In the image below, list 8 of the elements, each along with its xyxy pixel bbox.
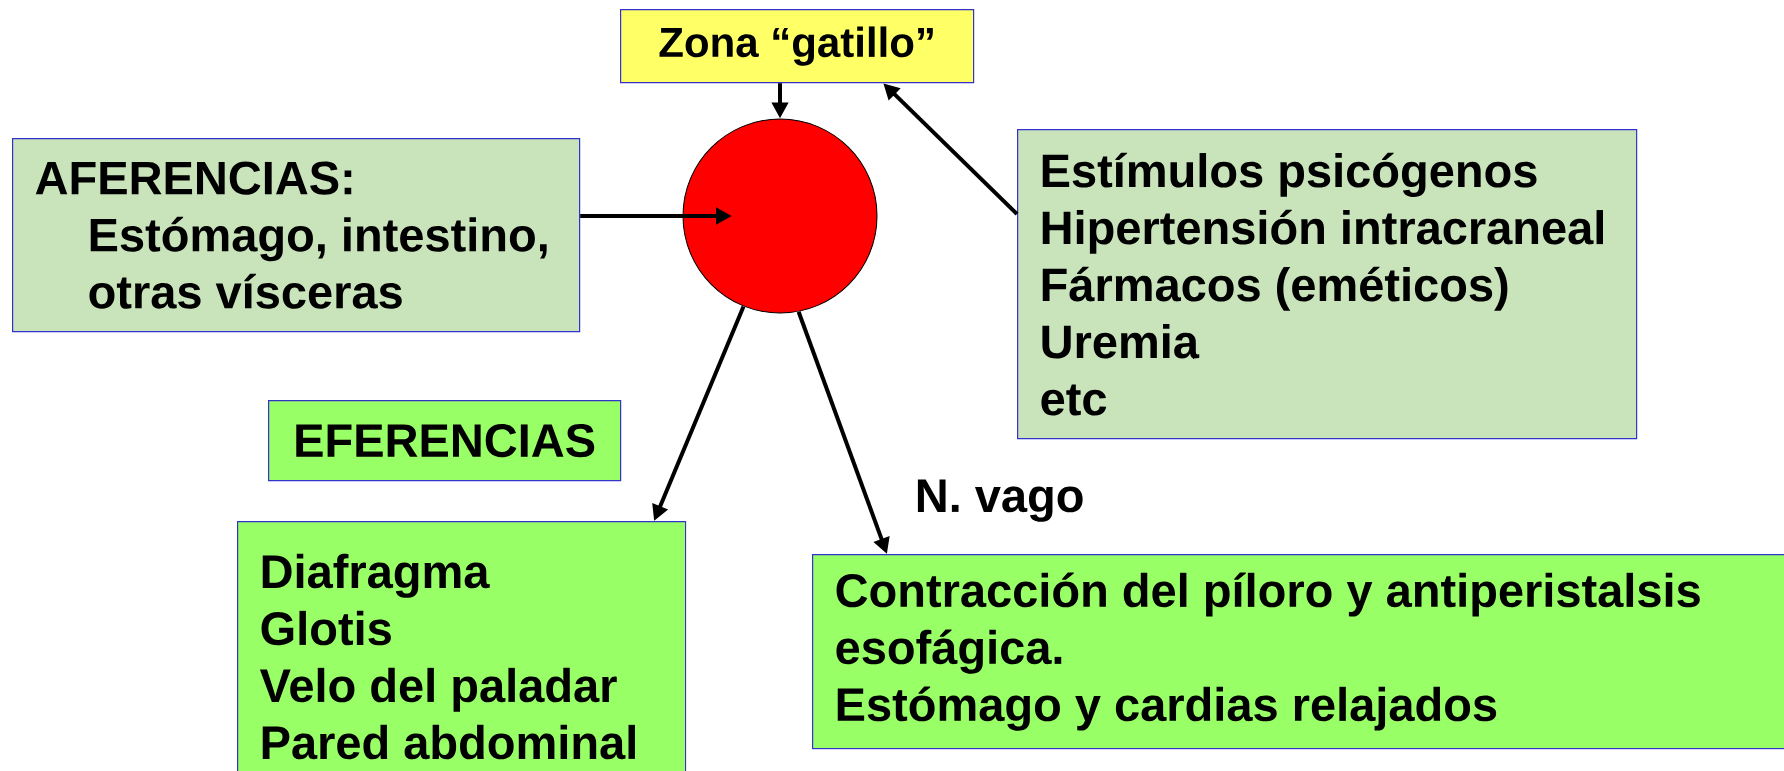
afferents-box: AFERENCIAS: Estómago, intestino, otras vísceras [12, 138, 581, 333]
edge-label: N. vago [917, 479, 1083, 522]
circle [682, 118, 878, 314]
response-box: Contracción del píloro y antiperistalsis esofágica. Estómago y cardias relajados [812, 554, 1784, 750]
muscles-box: Diafragma Glotis Velo del paladar Pared abdominal [237, 521, 687, 771]
trigger-zone-box: Zona “gatillo” [620, 9, 975, 84]
stimuli-box: Estímulos psicógenos Hipertensión intracraneal Fármacos (eméticos) Uremia etc [1017, 129, 1638, 440]
efferents-box: EFERENCIAS [268, 400, 622, 482]
